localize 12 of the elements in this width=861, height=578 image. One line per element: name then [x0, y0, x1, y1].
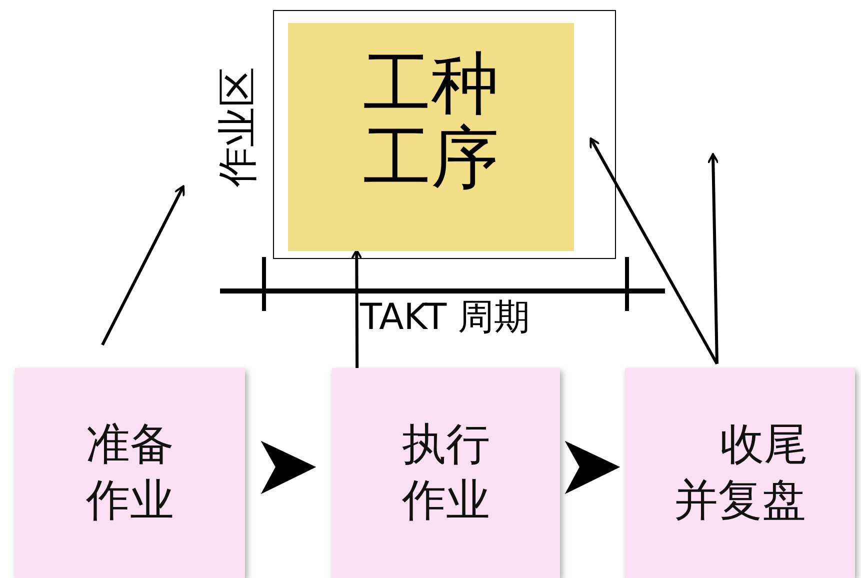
arrow [101, 185, 185, 346]
sticky-note: 收尾并复盘 [625, 368, 855, 578]
task-card: 工种工序 [288, 23, 574, 251]
chevron-arrow [564, 440, 620, 494]
sticky-note: 准备作业 [15, 368, 245, 578]
arrow [707, 153, 720, 364]
dimension-label: TAKT 周期 [358, 296, 532, 340]
arrow [590, 137, 718, 365]
arrow [350, 249, 363, 368]
zone-label: 作业区 [215, 67, 261, 187]
chevron-arrow [260, 440, 316, 494]
sticky-note: 执行作业 [332, 368, 560, 578]
